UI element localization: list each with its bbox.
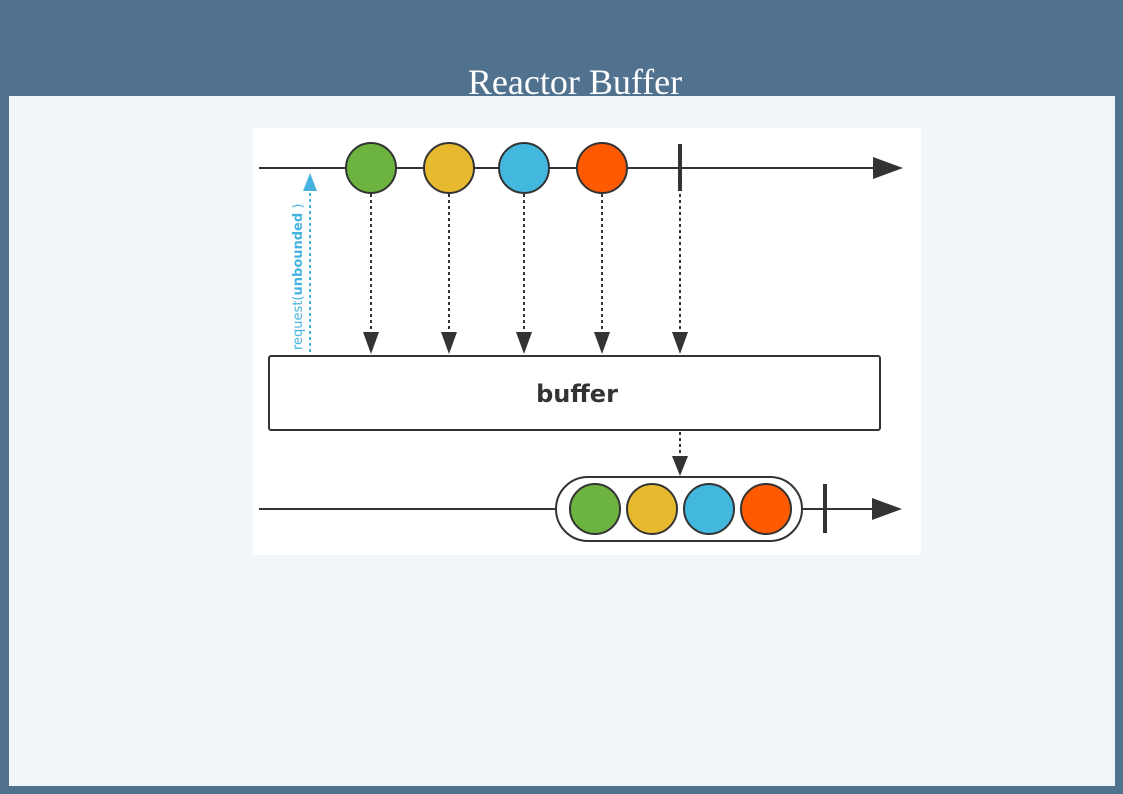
drop-arrowhead xyxy=(441,332,457,354)
buffered-item-marble xyxy=(626,483,678,535)
source-item-marble xyxy=(423,142,475,194)
drop-arrowhead xyxy=(363,332,379,354)
buffered-item-marble xyxy=(683,483,735,535)
output-drop-arrowhead xyxy=(672,456,688,476)
source-item-marble xyxy=(345,142,397,194)
request-label: request(unbounded ) xyxy=(291,204,306,350)
request-arrowhead xyxy=(303,173,317,191)
buffer-operator-box xyxy=(268,355,881,431)
source-timeline-arrowhead xyxy=(873,157,903,179)
buffered-item-marble xyxy=(569,483,621,535)
source-item-marble xyxy=(576,142,628,194)
buffered-item-marble xyxy=(740,483,792,535)
drop-arrowhead xyxy=(594,332,610,354)
buffer-operator-label: buffer xyxy=(536,380,618,408)
source-item-marble xyxy=(498,142,550,194)
buffered-list-capsule xyxy=(555,476,803,542)
output-timeline-arrowhead xyxy=(872,498,902,520)
drop-arrowhead xyxy=(672,332,688,354)
page-title: Reactor Buffer xyxy=(467,62,683,102)
drop-arrowhead xyxy=(516,332,532,354)
